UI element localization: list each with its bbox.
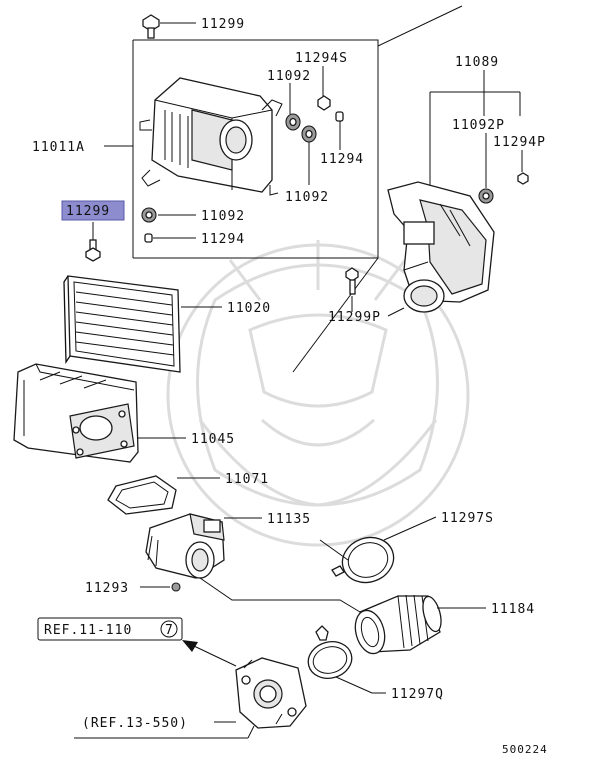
collar-11294-upper[interactable] bbox=[335, 111, 344, 150]
label-11011a[interactable]: 11011A bbox=[32, 140, 85, 155]
grommet-11092-upper[interactable] bbox=[285, 83, 301, 131]
grommet-11092-lower[interactable] bbox=[301, 125, 317, 185]
collar-11294-side[interactable] bbox=[144, 233, 196, 243]
label-11089[interactable]: 11089 bbox=[455, 55, 499, 70]
label-11092-side[interactable]: 11092 bbox=[201, 209, 245, 224]
arrow-ref-11-110 bbox=[182, 640, 237, 667]
label-11293[interactable]: 11293 bbox=[85, 581, 129, 596]
part-11293[interactable] bbox=[140, 582, 181, 592]
label-11294s[interactable]: 11294S bbox=[295, 51, 348, 66]
label-11297q[interactable]: 11297Q bbox=[391, 687, 444, 702]
label-11045[interactable]: 11045 bbox=[191, 432, 235, 447]
label-11299p[interactable]: 11299P bbox=[328, 310, 381, 325]
label-ref-11-110[interactable]: REF.11-110 bbox=[44, 623, 132, 638]
intake-hose-11184[interactable] bbox=[351, 594, 486, 657]
label-11135[interactable]: 11135 bbox=[267, 512, 311, 527]
bolt-11299-top[interactable] bbox=[142, 14, 196, 39]
hose-clamp-11297s[interactable] bbox=[319, 516, 437, 590]
label-ref-13-550[interactable]: (REF.13-550) bbox=[82, 716, 188, 731]
highlight-box-11299 bbox=[61, 200, 125, 221]
label-11294-side[interactable]: 11294 bbox=[201, 232, 245, 247]
label-11299-top[interactable]: 11299 bbox=[201, 17, 245, 32]
grommet-11092p[interactable] bbox=[478, 133, 494, 204]
collar-11294p[interactable] bbox=[517, 150, 529, 185]
air-filter-element-11020[interactable] bbox=[63, 275, 222, 373]
clip-11294s[interactable] bbox=[317, 66, 331, 111]
diagram-number: 500224 bbox=[502, 743, 548, 756]
label-11092-lower[interactable]: 11092 bbox=[285, 190, 329, 205]
label-11092p[interactable]: 11092P bbox=[452, 118, 505, 133]
label-ref-11-110-num: 7 bbox=[165, 623, 174, 638]
ref-11-110-box[interactable] bbox=[37, 617, 183, 641]
label-11092-upper[interactable]: 11092 bbox=[267, 69, 311, 84]
leader-sensor-to-hose bbox=[199, 577, 361, 613]
label-11071[interactable]: 11071 bbox=[225, 472, 269, 487]
label-11294-upper[interactable]: 11294 bbox=[320, 152, 364, 167]
label-11020[interactable]: 11020 bbox=[227, 301, 271, 316]
label-11299-highlighted[interactable]: 11299 bbox=[66, 204, 110, 219]
bolt-11299-highlighted[interactable] bbox=[85, 222, 101, 262]
air-flow-sensor-11135[interactable] bbox=[145, 513, 262, 579]
leader-11089 bbox=[429, 70, 521, 200]
air-cleaner-lower-case-11045[interactable] bbox=[13, 363, 186, 463]
air-cleaner-upper-case-11011a[interactable] bbox=[104, 77, 283, 196]
throttle-body[interactable] bbox=[214, 657, 307, 729]
air-intake-duct-11089[interactable] bbox=[387, 181, 495, 313]
watermark-emblem bbox=[166, 240, 470, 547]
grommet-11092-side[interactable] bbox=[141, 207, 196, 223]
label-11297s[interactable]: 11297S bbox=[441, 511, 494, 526]
gasket-11071[interactable] bbox=[107, 475, 220, 515]
upper-case-inset-box bbox=[132, 5, 463, 373]
leader-ref-13-550 bbox=[247, 725, 255, 739]
label-11184[interactable]: 11184 bbox=[491, 602, 535, 617]
hose-clamp-11297q[interactable] bbox=[304, 625, 386, 694]
label-11294p[interactable]: 11294P bbox=[493, 135, 546, 150]
bolt-11299p[interactable] bbox=[345, 267, 405, 317]
